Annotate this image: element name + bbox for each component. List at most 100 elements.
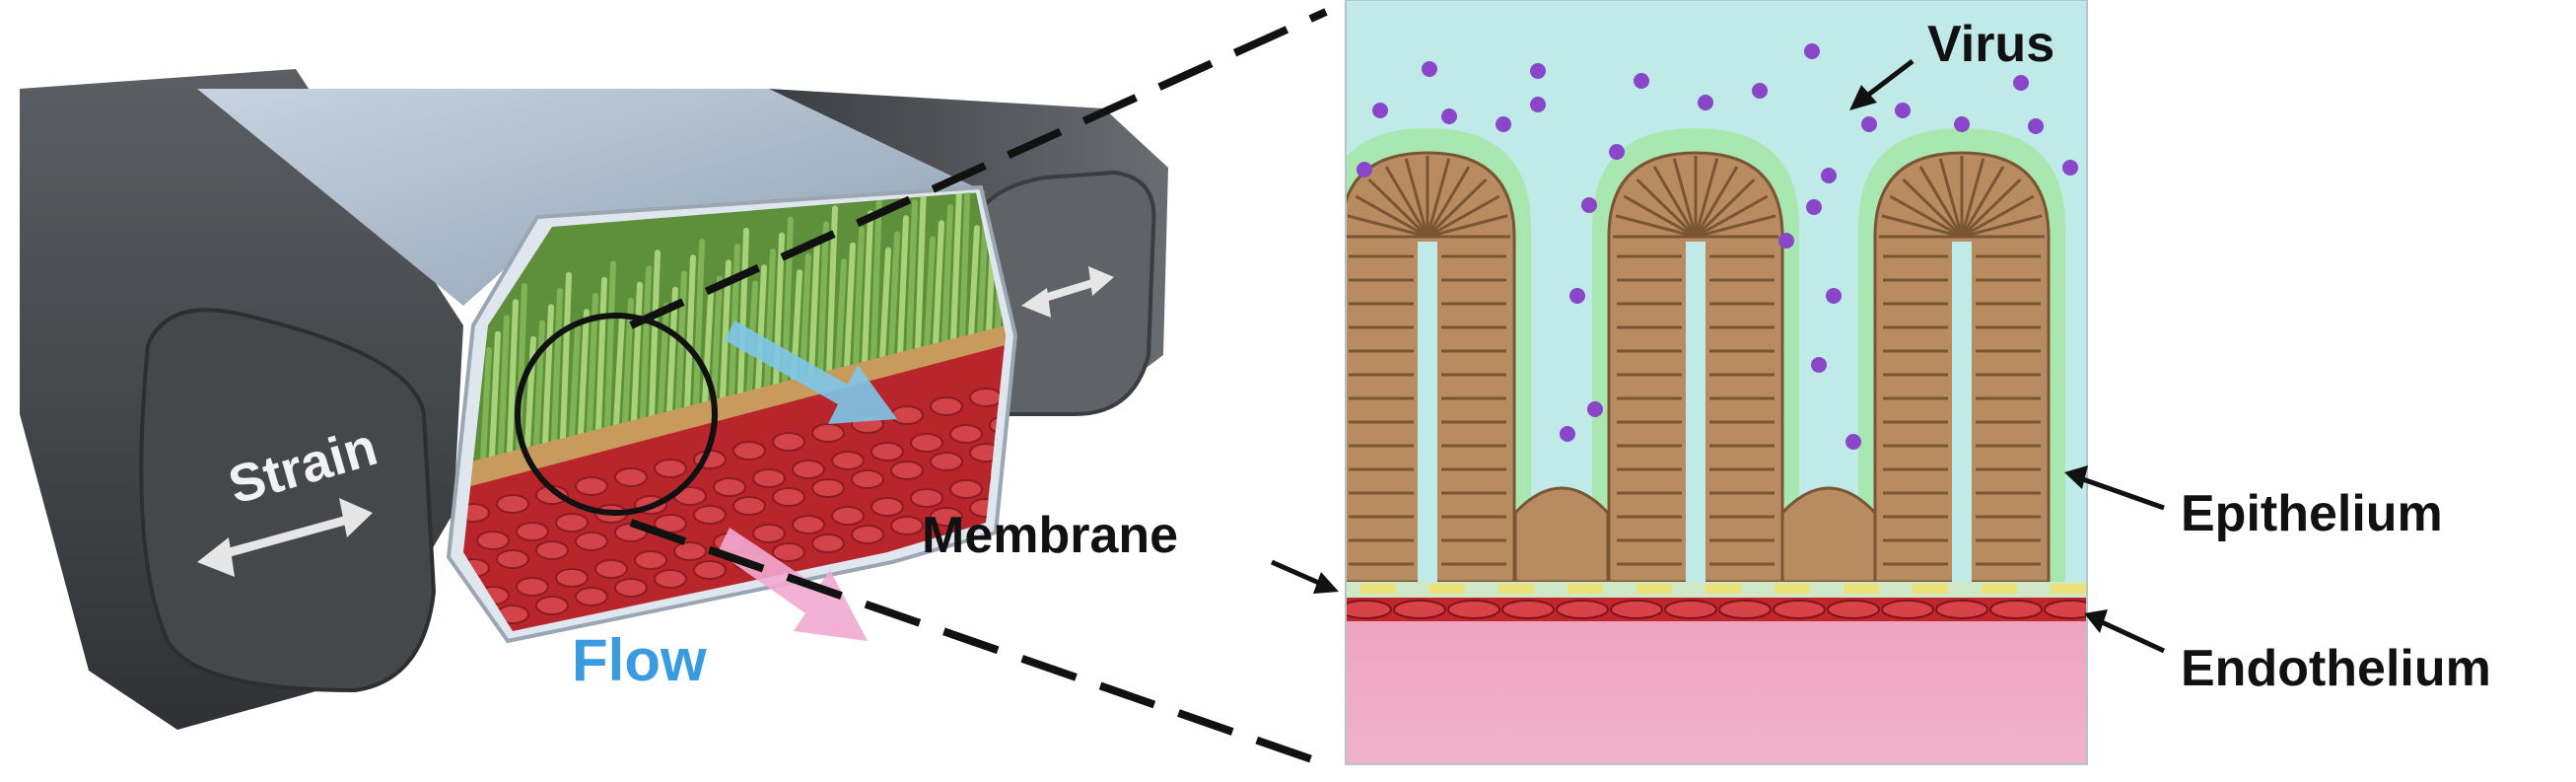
endothelial-cell [575, 476, 608, 496]
endothelial-cell [851, 525, 884, 544]
endothelial-cell [1664, 600, 1717, 619]
endothelial-cell [752, 468, 786, 488]
villus-strand [489, 330, 501, 460]
endothelial-cell [555, 513, 589, 533]
endothelial-cell [614, 578, 648, 598]
endothelial-cell [890, 516, 924, 535]
cell-boundary [1615, 214, 1697, 239]
cell-boundary [1961, 194, 2035, 239]
endothelial-cell [654, 459, 687, 478]
endothelial-cell [969, 388, 1003, 407]
virus-label: Virus [1927, 16, 2054, 73]
endothelium-label: Endothelium [2181, 640, 2491, 697]
endothelial-cell [831, 506, 865, 526]
endothelial-cell [555, 568, 589, 588]
virus-particle [1698, 95, 1713, 110]
membrane-pore [1982, 584, 2017, 594]
chip-top-channel [197, 89, 986, 306]
endothelial-cell [1881, 600, 1934, 619]
endothelial-cell [752, 524, 786, 543]
endothelial-cell [673, 541, 707, 561]
membrane-pore [1360, 584, 1396, 594]
virus-particle [1752, 83, 1768, 99]
endothelial-cell [516, 577, 549, 597]
endothelial-cell [910, 488, 943, 508]
cell-boundary [1404, 158, 1429, 238]
crypt [1513, 486, 1610, 584]
virus-particle [1530, 63, 1546, 79]
epithelium-pointer-arrow [2064, 465, 2165, 511]
virus-particle [1778, 233, 1794, 249]
virus-particle [1357, 162, 1372, 178]
villus-strand [595, 276, 607, 433]
endothelial-cell [1718, 600, 1772, 619]
membrane-pore [1844, 584, 1879, 594]
endothelial-cell [792, 460, 825, 479]
endothelial-cell [949, 424, 983, 444]
endothelial-cell [851, 469, 884, 489]
villus-strand [906, 199, 918, 355]
endothelial-cell [476, 531, 510, 550]
virus-particle [1569, 288, 1585, 304]
villus-strand [684, 254, 696, 411]
cell-boundary [1938, 158, 1964, 238]
virus-particles [1357, 43, 2078, 450]
endothelial-cell [772, 432, 805, 452]
membrane-pointer-arrow [1270, 559, 1339, 594]
endothelial-cell [890, 405, 924, 425]
villus-strand [897, 215, 909, 358]
epithelial-base-band [463, 325, 1006, 488]
vascular-channel [1346, 621, 2087, 764]
cell-boundary [1672, 158, 1698, 238]
villus-strand [844, 242, 856, 371]
zoom-line-bottom [629, 519, 1328, 768]
cell-boundary [1427, 214, 1508, 239]
membrane-pore [1636, 584, 1672, 594]
membrane-pores [1360, 584, 2086, 594]
villus-strand [755, 264, 767, 393]
virus-particle [1530, 97, 1546, 112]
endothelial-cell [870, 442, 904, 462]
endothelial-cell [930, 452, 963, 471]
virus-particle [1861, 116, 1877, 132]
endothelial-cell [1610, 600, 1663, 619]
cell-boundary [1694, 178, 1756, 239]
cell-boundary [1694, 158, 1719, 238]
cell-boundary [1695, 214, 1776, 239]
membrane-pore [2051, 584, 2086, 594]
villus-strand [764, 249, 776, 391]
villus-strand [817, 221, 829, 378]
virus-particle [1609, 144, 1625, 160]
endothelial-cell [713, 477, 746, 497]
villus-strand [870, 194, 882, 364]
villus-strand [808, 237, 820, 380]
villus-strand [950, 192, 962, 344]
villus-strand [480, 347, 492, 462]
virus-particle [1811, 357, 1827, 373]
endothelial-cell [1556, 600, 1609, 619]
villus-strand [800, 253, 811, 382]
villus-strand [542, 304, 554, 447]
endothelial-cell [1827, 600, 1880, 619]
epithelium-label: Epithelium [2181, 485, 2443, 542]
virus-particle [1954, 116, 1970, 132]
cell-boundary [1960, 178, 2022, 239]
cell-boundary [1623, 194, 1697, 239]
villus-strand [702, 291, 714, 406]
virus-particle [2028, 118, 2044, 134]
endothelial-cell [949, 479, 983, 499]
endothelial-cell [575, 532, 608, 551]
endothelial-cell [2044, 600, 2087, 619]
villus-core [1418, 242, 1437, 582]
villus-strand [968, 225, 980, 340]
virus-particle [1560, 426, 1575, 442]
endothelial-cell [811, 533, 845, 553]
endothelial-cell [930, 507, 963, 527]
endothelial-cell [575, 587, 608, 606]
virus-particle [1821, 168, 1837, 183]
virus-particle [1845, 434, 1861, 450]
cell-boundary [1960, 158, 1985, 238]
villus-strand [933, 220, 944, 349]
membrane-pore [1429, 584, 1465, 594]
